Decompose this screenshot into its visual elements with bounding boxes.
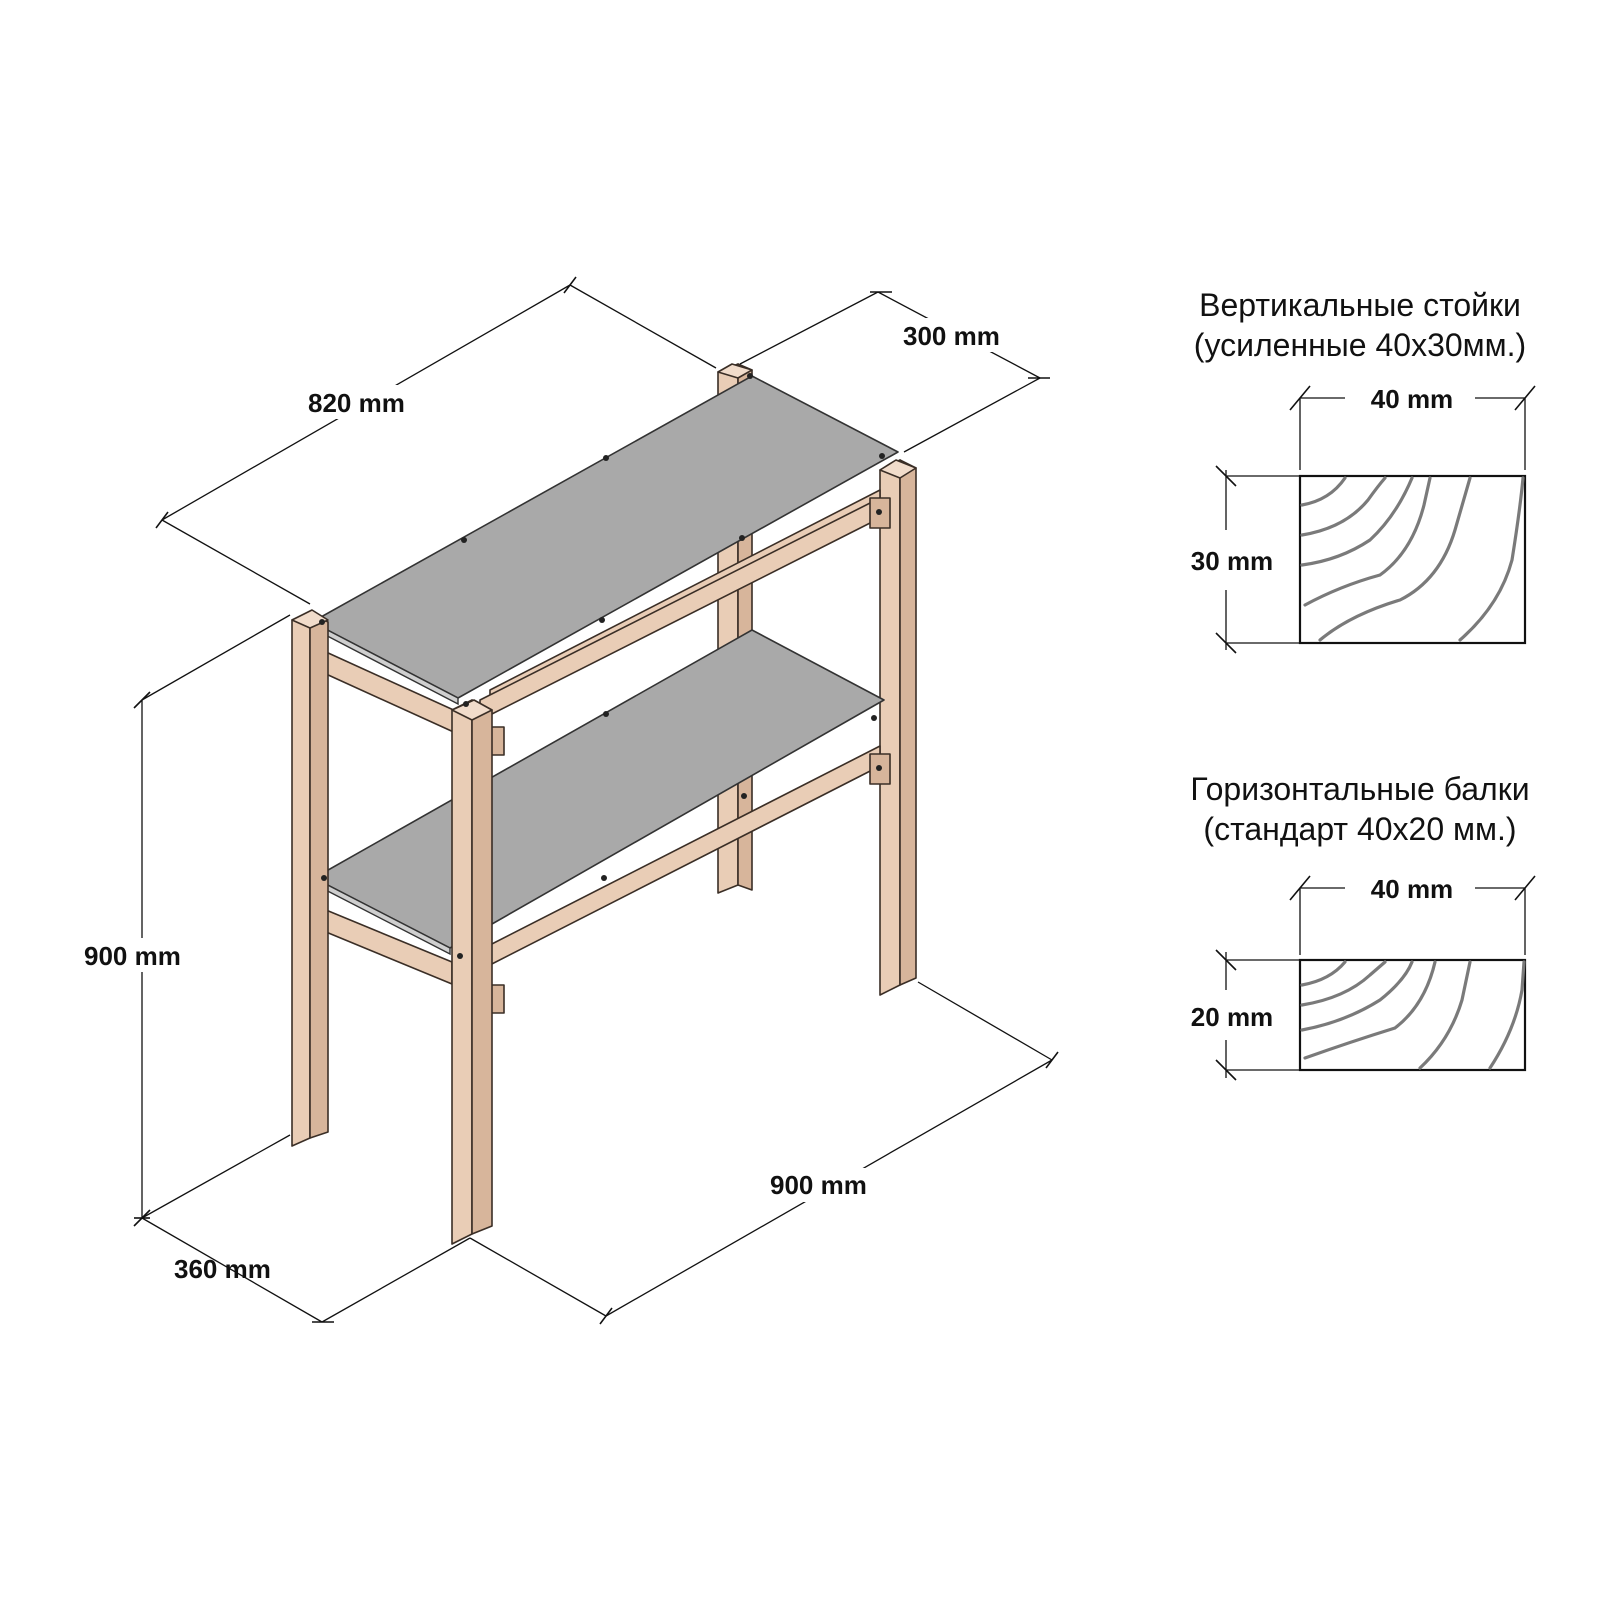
label-bg: [895, 318, 1027, 352]
vertical-posts-title: Вертикальные стойки: [1199, 287, 1521, 323]
front-corner-leg: [451, 699, 493, 1245]
vertical-posts-subtitle: (усиленные 40х30мм.): [1194, 327, 1526, 363]
bracket-screw: [876, 765, 882, 771]
horizontal-beams-subtitle: (стандарт 40х20 мм.): [1203, 811, 1516, 847]
bracket-screw: [876, 509, 882, 515]
label-bg: [80, 938, 210, 972]
dim-top-depth: 300 mm: [903, 321, 1000, 351]
horizontal-beams-section: Горизонтальные балки (стандарт 40х20 мм.…: [1190, 771, 1536, 1081]
label-bg: [765, 1168, 897, 1202]
post-wood-grain: [1300, 476, 1525, 642]
beam-cross-section: [1298, 958, 1527, 1072]
beam-width-label: 40 mm: [1371, 874, 1453, 904]
dim-top-length: 820 mm: [308, 388, 405, 418]
dim-bottom-depth: 360 mm: [174, 1254, 271, 1284]
vertical-posts-section: Вертикальные стойки (усиленные 40х30мм.)…: [1191, 287, 1536, 654]
post-cross-section: [1298, 474, 1527, 645]
post-width-label: 40 mm: [1371, 384, 1453, 414]
dimension-lines: [80, 276, 1059, 1325]
dim-bottom-length: 900 mm: [770, 1170, 867, 1200]
beam-height-label: 20 mm: [1191, 1002, 1273, 1032]
shelf-screws: [319, 373, 885, 959]
horizontal-beams-title: Горизонтальные балки: [1190, 771, 1529, 807]
post-height-label: 30 mm: [1191, 546, 1273, 576]
shelf-rack: [291, 363, 917, 1245]
beam-wood-grain: [1300, 960, 1526, 1070]
front-left-leg: [291, 609, 329, 1147]
front-right-leg: [879, 459, 917, 996]
dim-height: 900 mm: [84, 941, 181, 971]
label-bg: [300, 385, 430, 419]
